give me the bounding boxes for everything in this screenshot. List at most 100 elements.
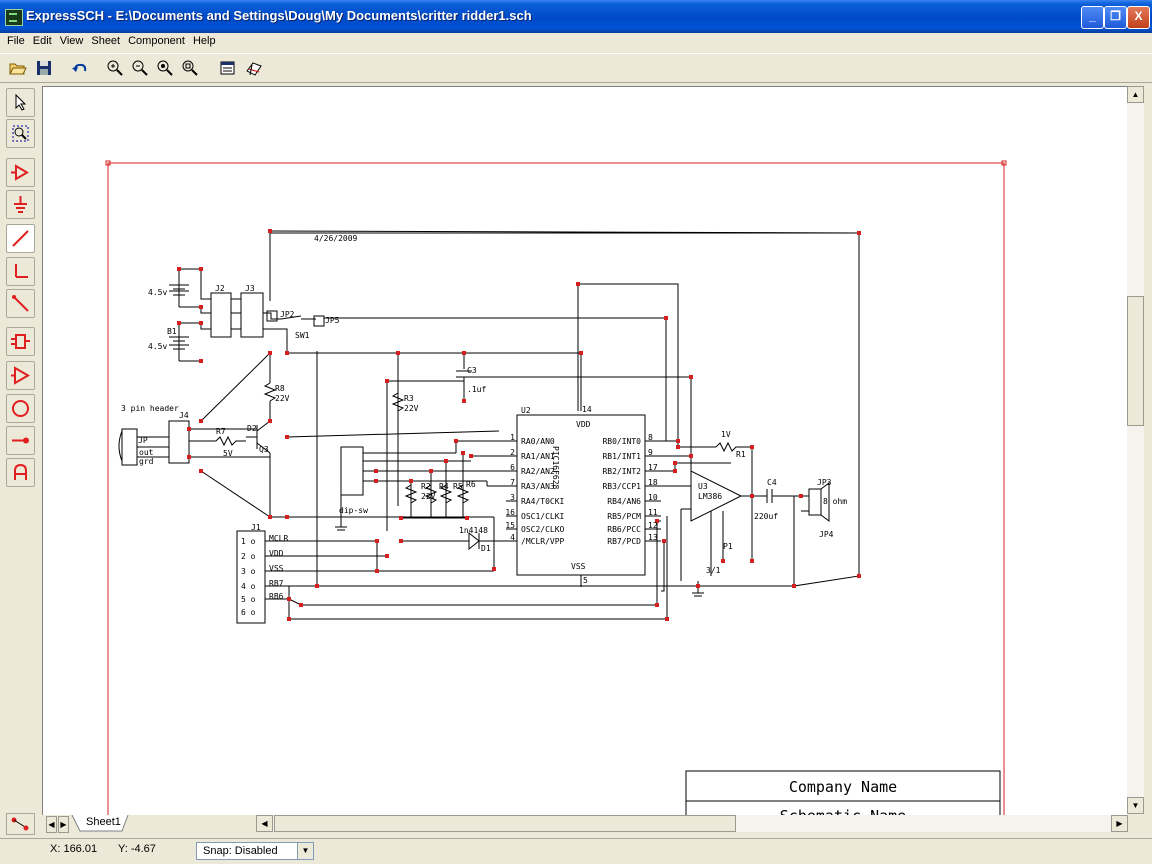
chevron-down-icon[interactable]: ▼ [297, 843, 313, 859]
vertical-scrollbar[interactable]: ▲ ▼ [1127, 86, 1144, 814]
save-icon[interactable] [33, 57, 55, 79]
u2-right-pin-name: RB3/CCP1 [602, 482, 641, 491]
schematic-name-label: Schematic Name [780, 807, 906, 815]
open-icon[interactable] [7, 57, 29, 79]
u2-left-pin-number: 1 [510, 433, 515, 442]
app-icon [5, 9, 23, 26]
label-header: 3 pin header [121, 404, 179, 413]
x-coordinate: X: 166.01 [50, 843, 98, 855]
label-u3: U3 [698, 482, 708, 491]
u2-right-pin-number: 13 [648, 533, 658, 542]
sheet-tab-row: ◀ ▶ Sheet1 ◀ ▶ [42, 815, 1144, 833]
u2-left-pin-name: RA3/AN3 [521, 482, 555, 491]
u2-left-pin-name: OSC2/CLKO [521, 525, 565, 534]
label-p1: P1 [723, 542, 733, 551]
properties-icon[interactable] [217, 57, 239, 79]
label-u2: U2 [521, 406, 531, 415]
schematic-canvas[interactable]: 4/26/2009 4.5v 4.5v B1 J2 J3 JP2 JP5 SW1… [42, 86, 1128, 815]
menu-component[interactable]: Component [128, 35, 185, 47]
horizontal-scrollbar[interactable]: ◀ ▶ [256, 815, 1128, 832]
u2-right-pin-number: 18 [648, 478, 658, 487]
maximize-button[interactable]: ❐ [1104, 6, 1127, 29]
horizontal-scroll-thumb[interactable] [274, 815, 736, 832]
scroll-left-button[interactable]: ◀ [256, 815, 273, 832]
vertical-scroll-thumb[interactable] [1127, 296, 1144, 426]
opamp-icon[interactable] [6, 361, 35, 390]
label-jp3: JP3 [817, 478, 832, 487]
j1-pin-name: RB7 [269, 579, 284, 588]
zoom-fit-icon[interactable] [154, 57, 176, 79]
print-icon[interactable] [243, 57, 265, 79]
label-ohm: 8 ohm [823, 497, 847, 506]
u2-left-pin-name: RA2/AN2 [521, 467, 555, 476]
menu-edit[interactable]: Edit [32, 35, 52, 47]
add-component-icon[interactable] [6, 158, 35, 187]
snap-dropdown[interactable]: Snap: Disabled ▼ [196, 842, 314, 860]
sheet-tab-shape [71, 815, 129, 832]
tab-next-button[interactable]: ▶ [58, 816, 69, 833]
junction-line-icon[interactable] [6, 289, 35, 318]
menu-file[interactable]: File [7, 35, 25, 47]
label-r7-val: 5V [223, 449, 233, 458]
j1-pin-name: RB6 [269, 592, 284, 601]
port-icon[interactable] [6, 327, 35, 356]
scroll-up-button[interactable]: ▲ [1127, 86, 1144, 103]
select-arrow-icon[interactable] [6, 88, 35, 117]
tool-palette [0, 84, 40, 834]
zoom-select-icon[interactable] [6, 119, 35, 148]
bus-icon[interactable] [6, 257, 35, 286]
label-r-val: 22V [421, 492, 436, 501]
zoom-out-icon[interactable] [129, 57, 151, 79]
u2-left-pin-number: 7 [510, 478, 515, 487]
label-r1-val: 1V [721, 430, 731, 439]
zoom-page-icon[interactable] [179, 57, 201, 79]
minimize-button[interactable]: _ [1081, 6, 1104, 29]
j1-pin-name: MCLR [269, 534, 288, 543]
circle-icon[interactable] [6, 394, 35, 423]
menu-help[interactable]: Help [192, 35, 216, 47]
close-button[interactable]: X [1127, 6, 1150, 29]
u2-right-pin-number: 10 [648, 493, 658, 502]
label-b1: B1 [167, 327, 177, 336]
label-p1-val: 3/1 [706, 566, 721, 575]
label-r3-val: 22V [404, 404, 419, 413]
menu-bar: File Edit View Sheet Component Help [0, 33, 1152, 51]
label-pin14: 14 [582, 405, 592, 414]
scroll-right-button[interactable]: ▶ [1111, 815, 1128, 832]
label-r8: R8 [275, 384, 285, 393]
j1-pin-name: VSS [269, 564, 284, 573]
j1-pin-number: 6 o [241, 608, 256, 617]
label-vdd: VDD [576, 420, 591, 429]
u2-left-pin-name: OSC1/CLKI [521, 512, 565, 521]
sheet-tab[interactable]: Sheet1 [86, 816, 121, 828]
u2-right-pin-number: 9 [648, 448, 653, 457]
scroll-down-button[interactable]: ▼ [1127, 797, 1144, 814]
label-sw1: SW1 [295, 331, 310, 340]
u2-left-pin-number: 15 [505, 521, 515, 530]
j1-pin-number: 2 o [241, 552, 256, 561]
u2-right-pin-name: RB2/INT2 [602, 467, 641, 476]
menu-sheet[interactable]: Sheet [91, 35, 121, 47]
wire-icon[interactable] [6, 224, 35, 253]
zoom-in-icon[interactable] [104, 57, 126, 79]
u2-right-pin-name: RB6/PCC [607, 525, 641, 534]
j1-pin-number: 1 o [241, 537, 256, 546]
label-r1: R1 [736, 450, 746, 459]
u2-left-pin-number: 6 [510, 463, 515, 472]
ground-icon[interactable] [6, 190, 35, 219]
j1-pin-name: VDD [269, 549, 284, 558]
snap-value: Snap: Disabled [203, 845, 278, 857]
label-d2: D2 [247, 424, 257, 433]
tab-prev-button[interactable]: ◀ [46, 816, 57, 833]
snap-junction-icon[interactable] [6, 813, 35, 835]
u2-right-pin-number: 8 [648, 433, 653, 442]
label-r7: R7 [216, 427, 226, 436]
label-jp5: JP5 [325, 316, 340, 325]
label-r4: R4 [439, 482, 449, 491]
menu-view[interactable]: View [59, 35, 84, 47]
text-icon[interactable] [6, 458, 35, 487]
u2-right-pin-number: 12 [648, 521, 658, 530]
undo-icon[interactable] [69, 57, 91, 79]
pin-icon[interactable] [6, 426, 35, 455]
u2-left-pin-number: 2 [510, 448, 515, 457]
